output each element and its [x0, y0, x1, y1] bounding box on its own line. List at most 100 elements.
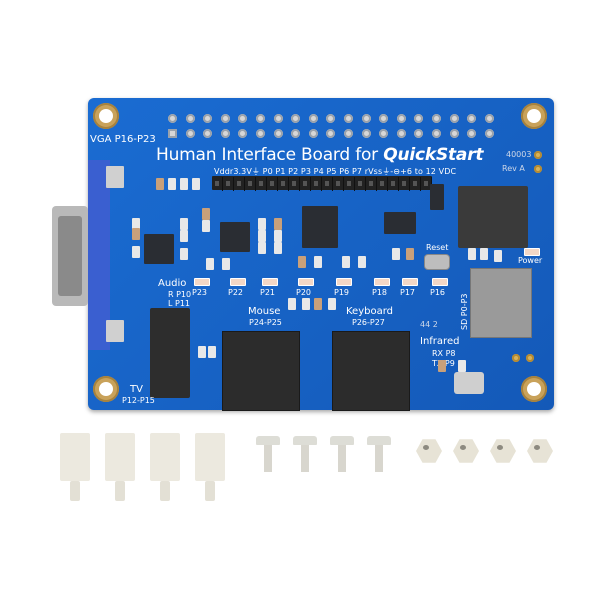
header-pin: [168, 129, 177, 138]
smd-component: [168, 178, 176, 190]
smd-component: [314, 298, 322, 310]
sd-card-label: SD P0-P3: [460, 293, 469, 331]
header-pin: [256, 129, 265, 138]
nylon-screw-shaft: [301, 445, 309, 472]
nylon-screw-head: [293, 436, 317, 445]
header-socket: [223, 177, 234, 191]
header-pin: [361, 114, 371, 123]
header-pin: [484, 114, 494, 123]
smd-component: [202, 208, 210, 220]
header-pin: [379, 129, 389, 138]
vga-label: VGA P16-P23: [90, 134, 156, 145]
mounting-hole-top-left: [93, 103, 119, 129]
smd-component: [208, 346, 216, 358]
smd-component: [406, 248, 414, 260]
header-pin: [432, 129, 441, 138]
smd-component: [180, 178, 188, 190]
io-header-connector[interactable]: [212, 176, 432, 191]
ic-chip-main: [302, 206, 338, 248]
dc-power-jack[interactable]: [458, 186, 528, 248]
test-pad: [534, 165, 542, 173]
led-pin-label: P18: [372, 288, 388, 297]
audio-right-pin: R P10: [168, 290, 192, 299]
nylon-standoff: [105, 433, 135, 481]
header-pin: [467, 129, 477, 138]
header-pin: [326, 129, 336, 138]
smd-component: [206, 258, 214, 270]
vga-connector-shell[interactable]: [52, 206, 88, 306]
led-pin-label: P22: [228, 288, 244, 297]
keyboard-pins: P26-P27: [352, 318, 385, 327]
led-pin-label: P17: [400, 288, 416, 297]
infrared-label: Infrared: [420, 336, 460, 347]
ic-chip-audio: [144, 234, 174, 264]
smd-component: [274, 242, 282, 254]
reset-button[interactable]: [424, 254, 450, 270]
header-pin: [414, 129, 424, 138]
smd-component: [258, 218, 266, 230]
smd-component: [438, 360, 446, 372]
header-pin: [467, 114, 477, 123]
header-pin: [396, 114, 406, 123]
reset-label: Reset: [426, 243, 449, 252]
standoff-thread: [70, 481, 80, 501]
ps2-keyboard-port[interactable]: [332, 331, 410, 411]
status-led: [194, 278, 210, 286]
smd-component: [358, 256, 366, 268]
header-pin: [449, 114, 459, 123]
smd-component: [132, 218, 140, 230]
header-socket: [333, 177, 344, 191]
nylon-screw-shaft: [338, 445, 346, 472]
audio-label: Audio: [158, 278, 187, 289]
header-pin: [344, 129, 353, 138]
smd-component: [298, 256, 306, 268]
header-pin: [449, 129, 459, 138]
header-socket: [289, 177, 300, 191]
header-socket: [377, 177, 388, 191]
header-pin: [344, 114, 353, 123]
audio-left-pin: L P11: [168, 299, 191, 308]
infrared-receiver: [454, 372, 484, 394]
test-pad: [534, 151, 542, 159]
tv-pins: P12-P15: [122, 396, 155, 405]
status-led: [432, 278, 448, 286]
header-pin: [326, 114, 336, 123]
header-pin: [185, 114, 195, 123]
header-socket: [212, 177, 223, 191]
smd-component: [198, 346, 206, 358]
header-socket: [267, 177, 278, 191]
mouse-label: Mouse: [248, 306, 281, 317]
header-socket: [355, 177, 366, 191]
smd-component: [180, 230, 188, 242]
audio-jack[interactable]: [150, 308, 190, 398]
header-socket: [278, 177, 289, 191]
status-led: [262, 278, 278, 286]
header-pin: [256, 114, 265, 123]
led-pin-label: P16: [430, 288, 446, 297]
mouse-pins: P24-P25: [249, 318, 282, 327]
test-pad: [526, 354, 534, 362]
mounting-hole-bottom-right: [521, 376, 547, 402]
smd-component: [328, 298, 336, 310]
revision-label: Rev A: [502, 164, 525, 173]
header-pin: [484, 129, 494, 138]
board-title: Human Interface Board for QuickStart: [156, 145, 484, 165]
header-socket: [245, 177, 256, 191]
standoff-thread: [160, 481, 170, 501]
smd-component: [258, 242, 266, 254]
header-socket: [311, 177, 322, 191]
vga-connector-body: [88, 160, 110, 350]
header-pin: [396, 129, 406, 138]
header-socket: [256, 177, 267, 191]
nylon-hex-nut: [490, 439, 516, 463]
nylon-screw-head: [256, 436, 280, 445]
part-number: 40003: [506, 150, 532, 159]
status-led: [298, 278, 314, 286]
header-pin-label: Vddr3.3V⏚ P0 P1 P2 P3 P4 P5 P6 P7 rVss⏚-…: [214, 167, 457, 176]
nylon-hex-nut: [453, 439, 479, 463]
standoff-thread: [205, 481, 215, 501]
led-pin-label: P20: [296, 288, 312, 297]
ps2-mouse-port[interactable]: [222, 331, 300, 411]
nylon-standoff: [150, 433, 180, 481]
sd-card-slot[interactable]: [470, 268, 532, 338]
